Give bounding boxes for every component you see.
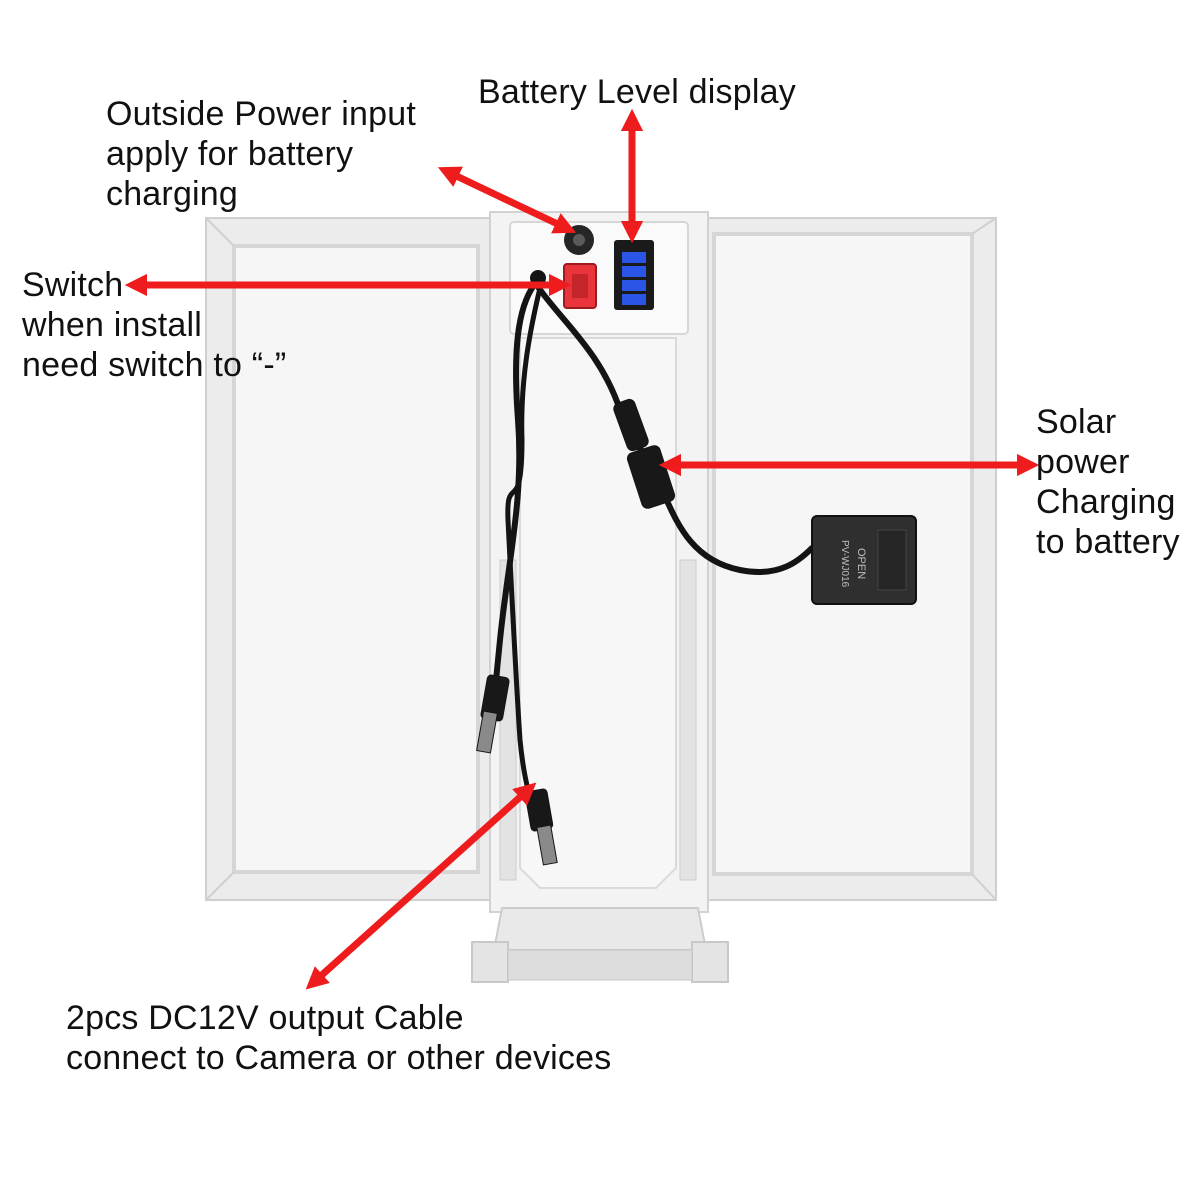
junction-box-text-2: PV-WJ016: [839, 540, 850, 588]
label-outside-power-input: Outside Power input apply for battery ch…: [106, 94, 416, 214]
mount-stand: [471, 907, 729, 983]
label-line: Outside Power input: [106, 95, 416, 133]
battery-level-indicator: [614, 240, 654, 310]
label-line: Battery Level display: [478, 73, 796, 111]
label-battery-level-display: Battery Level display: [478, 72, 796, 112]
label-line: apply for battery: [106, 135, 354, 173]
arrow-outside-power: [437, 166, 577, 234]
callout-arrows: [124, 108, 1040, 990]
label-line: Charging: [1036, 483, 1176, 521]
arrow-output-cable: [305, 782, 537, 990]
power-switch: [563, 263, 597, 309]
junction-box: OPEN PV-WJ016: [811, 515, 917, 605]
label-line: need switch to “-”: [22, 346, 287, 384]
left-solar-panel: [205, 217, 507, 901]
dc-input-jack: [564, 225, 594, 255]
label-line: power: [1036, 443, 1130, 481]
label-line: 2pcs DC12V output Cable: [66, 999, 464, 1037]
label-solar-power: Solar power Charging to battery: [1036, 402, 1180, 562]
label-output-cable: 2pcs DC12V output Cable connect to Camer…: [66, 998, 611, 1078]
junction-box-text-1: OPEN: [855, 548, 867, 579]
label-line: to battery: [1036, 523, 1180, 561]
label-line: Switch: [22, 266, 124, 304]
label-switch: Switch when install need switch to “-”: [22, 265, 286, 385]
label-line: when install: [22, 306, 203, 344]
label-line: charging: [106, 175, 239, 213]
label-line: connect to Camera or other devices: [66, 1039, 612, 1077]
label-line: Solar: [1036, 403, 1117, 441]
cables: [476, 270, 815, 866]
